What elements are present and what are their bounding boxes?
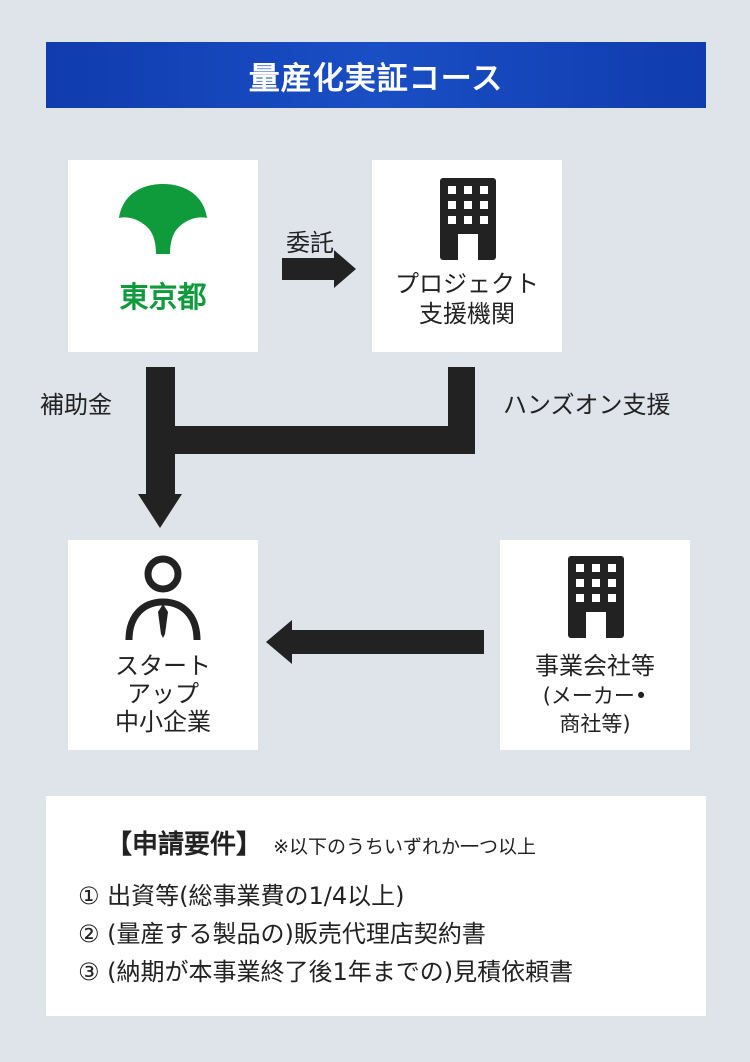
startup-card: スタート アップ 中小企業 [68,540,258,750]
agency-label-line2: 支援機関 [419,300,515,328]
handson-label: ハンズオン支援 [503,391,671,419]
business-label-line1: 事業会社等 [535,652,655,680]
business-card: 事業会社等 (メーカー• 商社等) [500,540,690,750]
tokyo-label: 東京都 [119,280,207,314]
subsidy-label: 補助金 [40,391,112,419]
commission-arrow-icon [282,250,356,288]
tokyo-card: 東京都 [68,160,258,352]
page-title-text: 量産化実証コース [248,60,504,97]
business-arrow-icon [266,620,484,664]
requirement-item: ② (量産する製品の)販売代理店契約書 [78,920,486,948]
building-icon [440,178,496,260]
startup-label-line3: 中小企業 [115,708,211,736]
requirement-item: ③ (納期が本事業終了後1年までの)見積依頼書 [78,958,574,986]
person-icon [125,555,201,641]
agency-label-line1: プロジェクト [395,270,539,298]
business-label-line2: (メーカー• [542,684,648,708]
requirements-box: 【申請要件】 ※以下のうちいずれか一つ以上 ① 出資等(総事業費の1/4以上) … [46,796,706,1016]
building-icon [568,556,624,638]
business-label-line3: 商社等) [559,712,631,736]
requirement-item: ① 出資等(総事業費の1/4以上) [78,882,405,910]
page-title: 量産化実証コース [46,42,706,108]
agency-card: プロジェクト 支援機関 [372,160,562,352]
startup-label-line1: スタート [115,652,211,680]
requirements-note: ※以下のうちいずれか一つ以上 [273,836,537,858]
startup-label-line2: アップ [127,680,199,708]
requirements-heading: 【申請要件】 ※以下のうちいずれか一つ以上 [106,824,536,861]
commission-label: 委託 [286,229,334,257]
tokyo-ginkgo-icon [119,184,207,254]
requirements-title: 【申請要件】 [106,830,263,860]
